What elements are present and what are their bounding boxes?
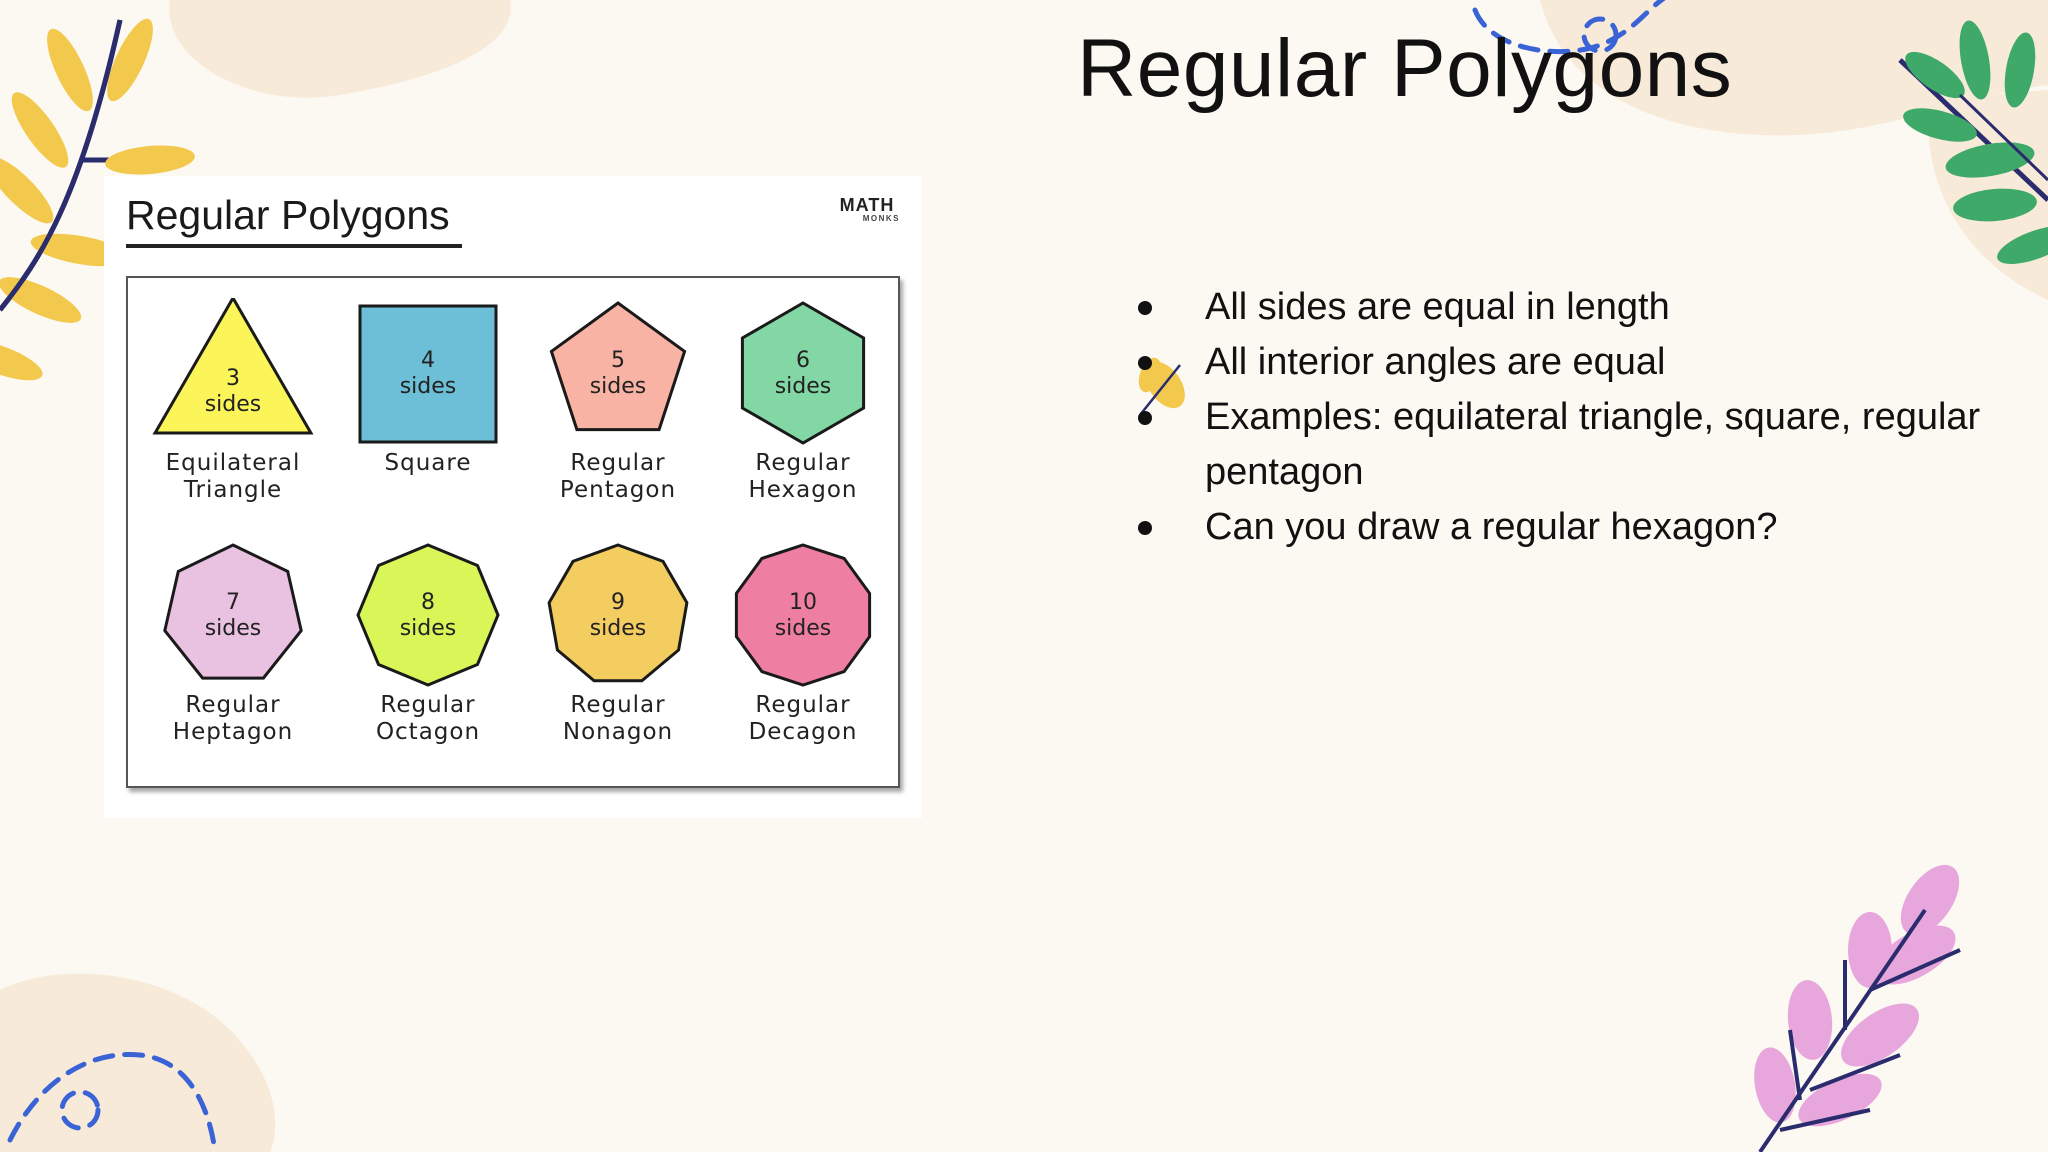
polygon-name: Square (384, 450, 472, 476)
logo-word: MATH (839, 195, 895, 215)
bullet-text: Can you draw a regular hexagon? (1205, 506, 1778, 548)
top-left-blob (169, 0, 511, 98)
polygon-shape-icon (356, 543, 500, 687)
bullet-item: All interior angles are equal (1130, 335, 2010, 390)
bullet-item: Examples: equilateral triangle, square, … (1130, 390, 2010, 500)
polygon-shape-icon (358, 304, 498, 444)
bullet-item: Can you draw a regular hexagon? (1130, 500, 2010, 555)
polygon-shape-icon (549, 301, 687, 432)
figure-title-underline (126, 244, 462, 248)
top-right-blob (1540, 0, 2048, 136)
math-monks-logo: MATH MONKS (834, 196, 900, 223)
polygon-shape-icon (152, 298, 314, 435)
blue-dashed-loop-icon (7, 0, 1666, 1152)
figure-title: Regular Polygons (126, 192, 450, 238)
bullet-dot (1138, 521, 1152, 535)
logo-sub: MONKS (862, 214, 900, 223)
slide-title: Regular Polygons (1077, 23, 1733, 114)
bottom-left-blob (0, 973, 276, 1152)
bullet-text: All interior angles are equal (1205, 341, 1666, 383)
green-leaves-icon (1898, 20, 2048, 264)
bullet-text: Examples: equilateral triangle, square, … (1205, 396, 1981, 493)
polygon-shape-icon (740, 301, 866, 445)
bullet-item: All sides are equal in length (1130, 280, 2010, 335)
polygon-shape-icon (547, 543, 689, 683)
polygon-shape-icon (734, 543, 872, 687)
bullet-text: All sides are equal in length (1205, 286, 1670, 328)
bullet-list: All sides are equal in length All interi… (1130, 280, 2010, 555)
pink-leaves-icon (1754, 864, 1961, 1152)
bullet-dot (1138, 301, 1152, 315)
bullet-dot (1138, 411, 1152, 425)
polygon-shape-icon (163, 543, 303, 680)
bullet-dot (1138, 356, 1152, 370)
